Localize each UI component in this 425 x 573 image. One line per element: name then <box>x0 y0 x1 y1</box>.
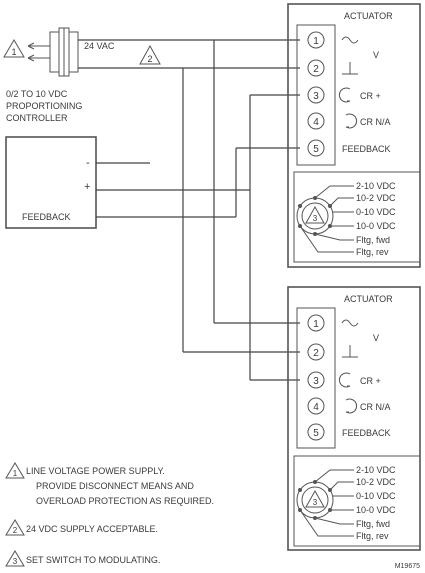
actuator-2-ac-icon <box>341 319 359 327</box>
actuator-2-switch-option-6: Fltg, rev <box>356 531 389 541</box>
actuator-1-terminal-5-label: 5 <box>313 144 319 155</box>
note-2-triangle-icon <box>139 44 161 65</box>
note-2-legend-marker: 2 <box>13 526 18 535</box>
actuator-2-housing <box>287 286 421 551</box>
actuator-1: ACTUATOR 1 2 3 4 5 V CR + CR N/A FEEDBAC… <box>287 3 421 268</box>
actuator-1-terminal-block <box>296 24 336 166</box>
actuator-2-terminal-5 <box>307 423 325 441</box>
actuator-1-terminal-1 <box>307 31 325 49</box>
actuator-1-note-3-triangle-icon <box>305 205 325 224</box>
actuator-1-housing <box>287 3 421 268</box>
actuator-1-switch-option-3: 0-10 VDC <box>356 207 396 217</box>
controller-plus-terminal: + <box>84 181 90 193</box>
actuator-2-switch-option-5: Fltg, fwd <box>356 519 390 529</box>
actuator-2-switch-option-2: 10-2 VDC <box>356 477 396 487</box>
actuator-2-switch-option-4: 10-0 VDC <box>356 505 396 515</box>
line-arrow-bottom-icon <box>27 54 50 62</box>
actuator-1-switch-option-4: 10-0 VDC <box>356 221 396 231</box>
actuator-2-switch-option-3: 0-10 VDC <box>356 491 396 501</box>
actuator-1-cr-label: CR + <box>360 91 381 101</box>
actuator-2-terminal-block <box>296 307 336 449</box>
controller-title-line-2: PROPORTIONING <box>6 101 82 111</box>
actuator-1-switch-option-5: Fltg, fwd <box>356 235 390 245</box>
actuator-1-terminal-4-label: 4 <box>313 117 319 128</box>
actuator-1-title: ACTUATOR <box>344 11 393 21</box>
notes: 1 LINE VOLTAGE POWER SUPPLY. PROVIDE DIS… <box>5 462 214 567</box>
actuator-2-feedback-label: FEEDBACK <box>342 428 391 438</box>
note-1-legend-marker: 1 <box>13 469 18 478</box>
actuator-2-title: ACTUATOR <box>344 294 393 304</box>
actuator-1-ground-icon <box>342 62 358 75</box>
wiring <box>78 39 300 381</box>
note-1-triangle-icon <box>3 39 25 58</box>
actuator-1-terminal-3 <box>307 86 325 104</box>
controller-minus-terminal: - <box>86 157 90 169</box>
actuator-2-ccw-icon <box>345 398 358 414</box>
controller-box <box>5 136 97 229</box>
actuator-2-switch-panel <box>293 455 421 547</box>
actuator-2-terminal-2 <box>307 343 325 361</box>
note-2-marker: 2 <box>147 54 152 64</box>
transformer-icon <box>49 27 79 77</box>
actuator-2-note-3-triangle-icon <box>305 489 325 508</box>
actuator-1-switch-option-2: 10-2 VDC <box>356 193 396 203</box>
line-arrow-top-icon <box>27 42 50 50</box>
note-1-line-1: LINE VOLTAGE POWER SUPPLY. <box>26 466 165 476</box>
actuator-2-terminal-5-label: 5 <box>313 428 319 439</box>
actuator-1-switch-option-1: 2-10 VDC <box>356 181 396 191</box>
actuator-1-terminal-3-label: 3 <box>313 91 319 102</box>
note-1-legend-triangle-icon <box>5 462 25 479</box>
actuator-2-cr-label: CR + <box>360 376 381 386</box>
actuator-2-terminal-4 <box>307 397 325 415</box>
actuator-1-feedback-label: FEEDBACK <box>342 144 391 154</box>
actuator-2-switch-option-1: 2-10 VDC <box>356 465 396 475</box>
note-1-line-2: PROVIDE DISCONNECT MEANS AND <box>36 481 194 491</box>
actuator-2-terminal-3-label: 3 <box>313 376 319 387</box>
actuator-2-terminal-1-label: 1 <box>313 319 319 330</box>
note-3-legend-marker: 3 <box>13 557 18 566</box>
actuator-1-switch-panel <box>293 171 421 263</box>
supply-voltage-label: 24 VAC <box>84 41 115 51</box>
actuator-1-terminal-1-label: 1 <box>313 36 319 47</box>
actuator-1-terminal-2-label: 2 <box>313 64 319 75</box>
actuator-1-terminal-2 <box>307 59 325 77</box>
note-2-legend-triangle-icon <box>5 519 25 536</box>
actuator-2-terminal-2-label: 2 <box>313 348 319 359</box>
actuator-1-cw-icon <box>338 87 351 103</box>
figure-id: M19675 <box>395 563 420 570</box>
actuator-2-terminal-1 <box>307 314 325 332</box>
actuator-1-ac-icon <box>341 36 359 44</box>
controller-title-line-3: CONTROLLER <box>6 113 68 123</box>
actuator-2-v-label: V <box>373 333 379 343</box>
actuator-2-switch-marker: 3 <box>313 498 318 507</box>
actuator-1-switch-option-6: Fltg, rev <box>356 247 389 257</box>
actuator-1-switch-marker: 3 <box>313 214 318 223</box>
note-2-line-1: 24 VDC SUPPLY ACCEPTABLE. <box>26 524 158 534</box>
note-3-line-1: SET SWITCH TO MODULATING. <box>26 555 160 565</box>
actuator-1-crna-label: CR N/A <box>360 117 391 127</box>
power-supply: 1 24 VAC 2 <box>3 27 161 77</box>
actuator-1-terminal-5 <box>307 139 325 157</box>
actuator-1-v-label: V <box>373 50 379 60</box>
note-3-legend-triangle-icon <box>5 550 25 567</box>
actuator-2-terminal-4-label: 4 <box>313 402 319 413</box>
actuator-2-cw-icon <box>338 372 351 388</box>
actuator-2-terminal-3 <box>307 371 325 389</box>
actuator-2: ACTUATOR 1 2 3 4 5 V CR + CR N/A FEEDBAC… <box>287 286 421 551</box>
note-1-marker: 1 <box>11 47 16 57</box>
note-1-line-3: OVERLOAD PROTECTION AS REQUIRED. <box>36 496 214 506</box>
controller: 0/2 TO 10 VDC PROPORTIONING CONTROLLER -… <box>5 89 97 229</box>
actuator-2-crna-label: CR N/A <box>360 402 391 412</box>
controller-feedback-terminal: FEEDBACK <box>22 212 71 222</box>
actuator-1-terminal-4 <box>307 112 325 130</box>
actuator-1-ccw-icon <box>345 113 358 129</box>
actuator-2-ground-icon <box>342 345 358 358</box>
controller-title-line-1: 0/2 TO 10 VDC <box>6 89 68 99</box>
